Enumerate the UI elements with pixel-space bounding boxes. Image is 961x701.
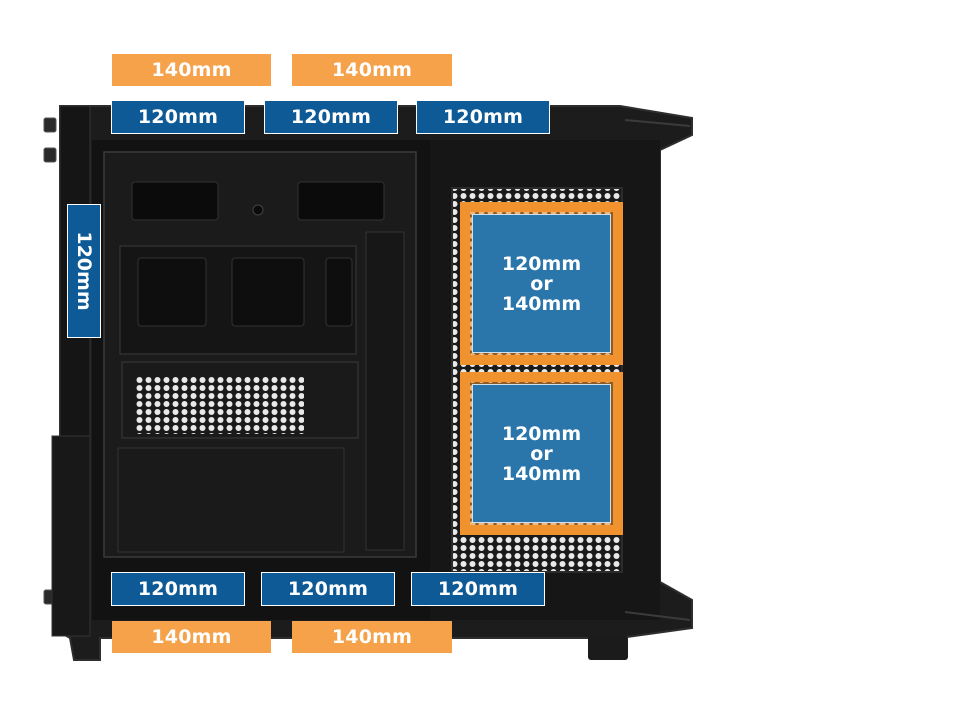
- top-120mm-label-2: 120mm: [264, 100, 398, 134]
- top-140mm-label-2: 140mm: [292, 54, 452, 86]
- bottom-120mm-label-3: 120mm: [411, 572, 545, 606]
- side-lower-line-2: or: [530, 442, 553, 465]
- side-fan-mount-lower: 120mm or 140mm: [460, 372, 623, 535]
- bottom-120mm-label-2: 120mm: [261, 572, 395, 606]
- bottom-120mm-label-1: 120mm: [111, 572, 245, 606]
- side-lower-line-3: 140mm: [501, 462, 582, 485]
- side-upper-line-3: 140mm: [501, 292, 582, 315]
- side-fan-mount-upper-label: 120mm or 140mm: [472, 214, 611, 353]
- side-fan-mount-upper: 120mm or 140mm: [460, 202, 623, 365]
- side-upper-line-2: or: [530, 272, 553, 295]
- bottom-140mm-label-1: 140mm: [112, 621, 271, 653]
- bottom-140mm-label-2: 140mm: [292, 621, 452, 653]
- top-120mm-label-1: 120mm: [111, 100, 245, 134]
- side-upper-line-1: 120mm: [501, 252, 582, 275]
- top-140mm-label-1: 140mm: [112, 54, 271, 86]
- side-fan-mount-lower-label: 120mm or 140mm: [472, 384, 611, 523]
- top-120mm-label-3: 120mm: [416, 100, 550, 134]
- rear-120mm-text: 120mm: [73, 231, 95, 311]
- side-lower-line-1: 120mm: [501, 422, 582, 445]
- rear-120mm-label: 120mm: [67, 204, 101, 338]
